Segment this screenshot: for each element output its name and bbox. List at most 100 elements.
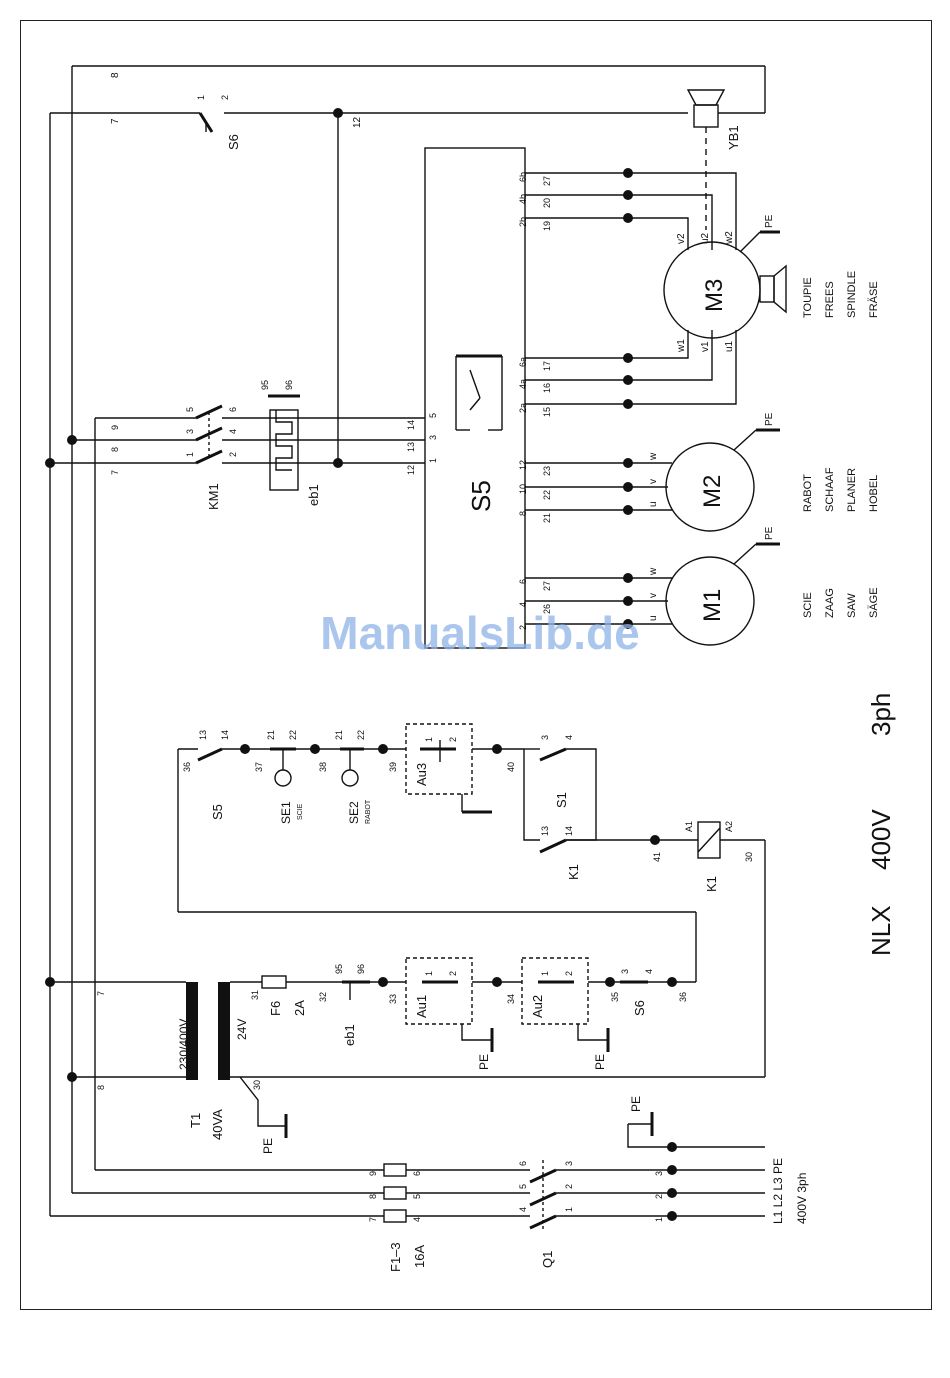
m1-name-1: SCIE	[802, 592, 814, 618]
s5-in-12: 12	[406, 465, 416, 475]
wire-22: 21	[542, 513, 552, 523]
wire-37: 37	[254, 762, 264, 772]
f6-label: F6	[268, 1001, 283, 1016]
f6-rating: 2A	[292, 1000, 307, 1016]
au2-c2: 2	[564, 971, 574, 976]
s5-6b: 6b	[518, 172, 528, 182]
s5-3: 3	[428, 435, 438, 440]
s6-top-switch	[198, 112, 214, 133]
m1-pe: PE	[764, 526, 775, 540]
watermark-text: ManualsLib.de	[320, 607, 640, 659]
s6-top-contact-1: 1	[196, 95, 206, 100]
km1-contactor	[45, 404, 425, 468]
s5-8: 8	[518, 511, 528, 516]
s5-c14: 14	[220, 730, 230, 740]
wire-26: 26	[542, 604, 552, 614]
title-phase: 3ph	[866, 693, 896, 736]
au2-label: Au2	[530, 995, 545, 1018]
motor-m2	[665, 428, 780, 532]
q1-label: Q1	[540, 1251, 555, 1268]
au1-c1: 1	[424, 971, 434, 976]
s1-c3: 3	[540, 735, 550, 740]
au1-label: Au1	[414, 995, 429, 1018]
wire-15: 15	[542, 407, 552, 417]
t1-label: T1	[188, 1113, 203, 1128]
km1-b2: 2	[228, 452, 238, 457]
m2-label: M2	[699, 475, 726, 508]
m3-name-3: SPINDLE	[846, 271, 858, 318]
transformer-primary: 230/400V	[177, 1019, 191, 1070]
m3-u1: u1	[724, 340, 735, 352]
wire-21: 27	[542, 176, 552, 186]
m2-name-3: PLANER	[846, 468, 858, 512]
wire-30: 30	[252, 1080, 262, 1090]
motor-m1	[665, 542, 780, 646]
eb1-ctrl-label: eb1	[342, 1024, 357, 1046]
s6-ctrl-label: S6	[632, 1000, 647, 1016]
s5-6a: 6a	[518, 357, 528, 367]
s5-m1-2: 2	[518, 625, 528, 630]
s5-4b: 4b	[518, 194, 528, 204]
wire-23: 22	[542, 490, 552, 500]
se2-label: SE2	[347, 801, 361, 824]
wire-34: 34	[506, 994, 516, 1004]
wire-31: 31	[250, 990, 260, 1000]
s5-5: 5	[428, 413, 438, 418]
se1-label: SE1	[279, 801, 293, 824]
s5-2b: 2b	[518, 217, 528, 227]
au1-pe: PE	[477, 1054, 491, 1070]
fuse-in-7: 7	[368, 1217, 378, 1222]
wire-7: 7	[110, 470, 120, 475]
wire-39: 39	[388, 762, 398, 772]
wire-16: 16	[542, 383, 552, 393]
eb1-96: 96	[284, 380, 294, 390]
wire-8: 8	[110, 447, 120, 452]
upper-control-circuit	[177, 723, 766, 1077]
s5-selector-switch	[424, 147, 526, 649]
wire-32: 32	[318, 992, 328, 1002]
q1-out-4: 4	[518, 1207, 528, 1212]
wire-36-u: 36	[182, 762, 192, 772]
wire-24: 23	[542, 466, 552, 476]
wire-12-top: 12	[352, 116, 363, 128]
se1-sub: SCIE	[297, 803, 304, 820]
wire-40: 40	[506, 762, 516, 772]
au2-pe: PE	[593, 1054, 607, 1070]
motor-feed-wires	[525, 168, 737, 629]
q1-in-1: 1	[564, 1207, 574, 1212]
eb1-c96: 96	[356, 964, 366, 974]
se1-c21: 21	[266, 730, 276, 740]
wire-36: 36	[678, 992, 688, 1002]
motor-m3	[663, 230, 787, 339]
m3-name-2: FREES	[824, 281, 836, 318]
s5-2a: 2a	[518, 403, 528, 413]
m2-pe: PE	[764, 412, 775, 426]
s5-12: 12	[518, 460, 528, 470]
k1-a2: A2	[724, 821, 734, 832]
s5-m1-6: 6	[518, 579, 528, 584]
m1-w: w	[648, 567, 659, 576]
km1-label: KM1	[206, 483, 221, 510]
s6-top-label: S6	[226, 134, 241, 150]
m2-v: v	[648, 479, 659, 484]
s5-control-label: S5	[210, 804, 225, 820]
line-1: 1	[654, 1217, 664, 1222]
m1-name-4: SÄGE	[868, 587, 880, 618]
fuse-in-8: 8	[368, 1194, 378, 1199]
wire-17: 17	[542, 361, 552, 371]
wire-33: 33	[388, 994, 398, 1004]
km1-t5: 5	[185, 407, 195, 412]
s5-4a: 4a	[518, 379, 528, 389]
k1-c13: 13	[540, 826, 550, 836]
m3-w1: w1	[676, 339, 687, 353]
wire-41: 41	[652, 852, 662, 862]
eb1-95: 95	[260, 380, 270, 390]
line-2: 2	[654, 1194, 664, 1199]
eb1-thermal-relay	[268, 394, 300, 491]
m2-name-1: RABOT	[802, 474, 814, 512]
supply-rating: 400V 3ph	[795, 1173, 809, 1224]
wire-27: 27	[542, 581, 552, 591]
supply-lines: L1 L2 L3 PE	[771, 1158, 785, 1224]
line-3: 3	[654, 1171, 664, 1176]
k1-contact-label: K1	[566, 864, 581, 880]
